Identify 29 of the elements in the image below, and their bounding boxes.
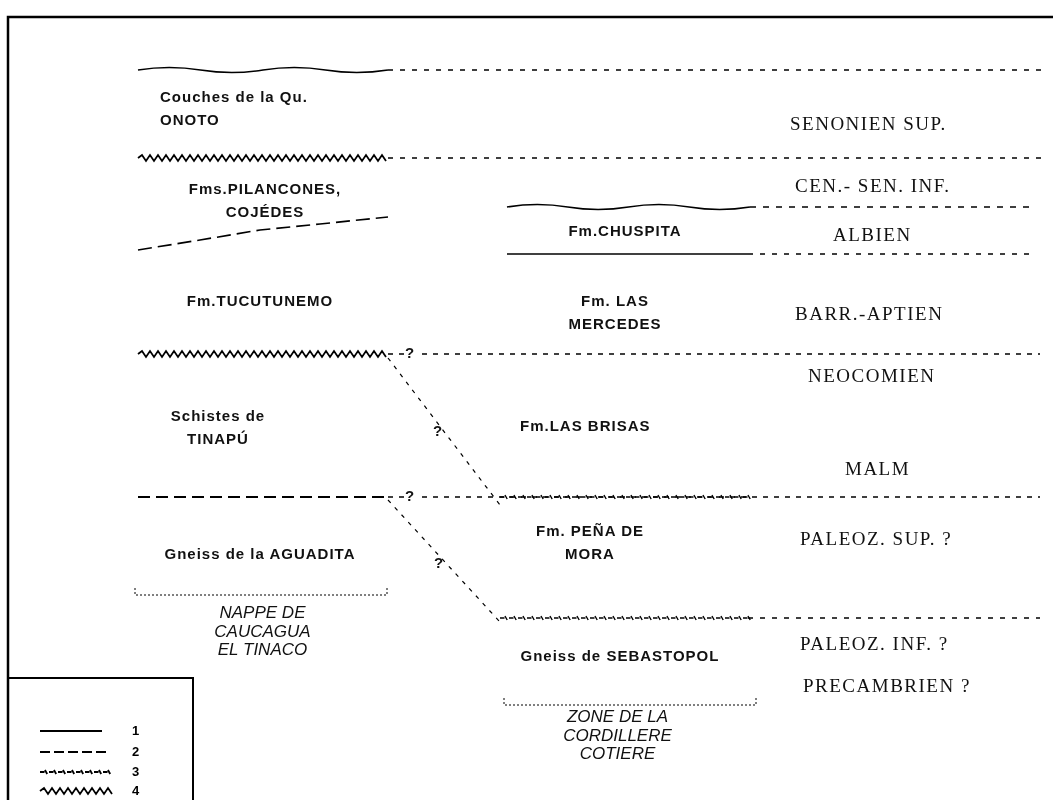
age-label: PALEOZ. INF. ? xyxy=(800,632,949,656)
age-label: PRECAMBRIEN ? xyxy=(803,674,971,698)
formation-label: Gneiss de la AGUADITA xyxy=(163,544,357,564)
age-label: ALBIEN xyxy=(833,223,912,247)
zone-label: ZONE DE LA CORDILLERE COTIERE xyxy=(562,708,673,765)
formation-label: Fms.PILANCONES, COJÉDES xyxy=(187,179,343,222)
question-mark: ? xyxy=(405,486,415,506)
age-label: MALM xyxy=(845,457,911,481)
age-label: SENONIEN SUP. xyxy=(790,112,947,136)
age-label: BARR.-APTIEN xyxy=(795,302,944,326)
age-label: PALEOZ. SUP. ? xyxy=(800,527,953,551)
formation-label: Couches de la Qu. ONOTO xyxy=(160,87,309,130)
formation-label: Fm. LAS MERCEDES xyxy=(567,291,663,334)
question-mark: ? xyxy=(405,343,415,363)
question-mark: ? xyxy=(433,421,443,441)
question-mark: ? xyxy=(434,553,444,573)
formation-label: Fm.LAS BRISAS xyxy=(520,416,651,436)
formation-label: Fm.TUCUTUNEMO xyxy=(185,291,335,311)
age-label: CEN.- SEN. INF. xyxy=(795,174,951,198)
legend-number: 4 xyxy=(132,784,140,797)
legend-number: 2 xyxy=(132,745,140,758)
legend-number: 3 xyxy=(132,765,140,778)
age-label: NEOCOMIEN xyxy=(808,364,936,388)
legend-number: 1 xyxy=(132,724,140,737)
formation-label: Fm. PEÑA DE MORA xyxy=(535,521,645,564)
formation-label: Gneiss de SEBASTOPOL xyxy=(520,646,720,666)
zone-label: NAPPE DE CAUCAGUA EL TINACO xyxy=(213,604,312,661)
formation-label: Schistes de TINAPÚ xyxy=(169,406,267,449)
formation-label: Fm.CHUSPITA xyxy=(567,221,683,241)
